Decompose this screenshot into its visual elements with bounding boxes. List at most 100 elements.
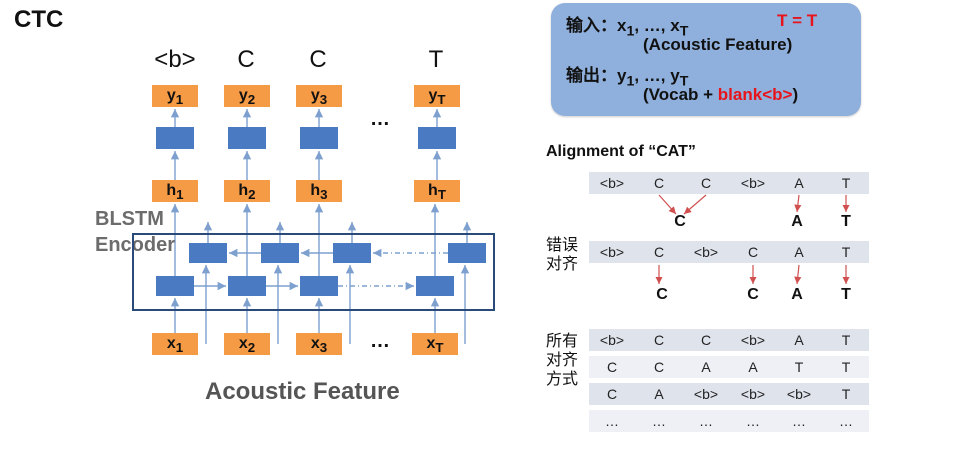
hidden-hT-sub: T [437,187,446,203]
forward-lstm-T [416,276,454,296]
alignment-table-row-1-cell-6: T [841,332,851,348]
hidden-h1: h1 [152,180,198,202]
io-output-line: 输出：y1, …, yT [566,61,688,89]
output-y1-sub: 1 [175,92,184,108]
hidden-hT: hT [414,180,460,202]
output-y1: y1 [152,85,198,107]
forward-lstm-3 [300,276,338,296]
alignment-table-row-1-cell-1: <b> [599,332,625,348]
alignment-row-1-cell-5: A [794,175,804,191]
alignment-row-2-result-1: C [656,286,668,303]
wrong-alignment-label-2: 对齐 [546,256,579,273]
wrong-alignment-label-1: 错误 [546,237,579,254]
io-output-note-blank: blank<b> [717,85,793,104]
alignment-table-row-3-cell-2: A [654,386,664,402]
input-x1-label: x [166,335,176,352]
top-label-2: C [237,46,255,73]
alignment-row-2-cell-6: T [841,244,851,260]
alignment-table-row-4-cell-1: … [605,413,619,429]
alignment-table-row-2-cell-5: T [794,359,804,375]
top-label-1: <b> [154,46,196,73]
hidden-hT-label: h [428,182,438,199]
hidden-h3: h3 [296,180,342,202]
alignment-table-row-1-band [589,329,869,351]
io-input-note: (Acoustic Feature) [643,35,793,54]
all-alignments-label: 所有 对齐 方式 [546,332,586,389]
encoder-label-line2: Encoder [95,234,176,256]
acoustic-feature-label: Acoustic Feature [205,378,400,405]
alignment-row-1-cell-2: C [653,175,665,191]
io-output-mid: , …, y [634,66,680,85]
output-y2-label: y [238,87,248,104]
wrong-alignment-label: 错误 对齐 [546,236,586,274]
backward-lstm-T [448,243,486,263]
ellipsis-top: … [370,108,390,130]
alignment-table-row-4-cell-5: … [792,413,806,429]
output-y3: y3 [296,85,342,107]
input-xT-label: x [426,335,436,352]
output-y2: y2 [224,85,270,107]
alignment-row-2-cell-5: A [794,244,804,260]
all-alignments-label-1: 所有 [546,333,579,350]
io-input-sub-T: T [679,23,689,40]
projection-block-3 [300,127,338,149]
io-input-eq: T = T [777,11,818,30]
alignment-table-row-2-cell-4: A [748,359,758,375]
alignment-row-2-cell-3: <b> [693,244,719,260]
hidden-h2: h2 [224,180,270,202]
io-output-note-close: ) [792,85,799,104]
top-label-3: C [309,46,327,73]
backward-lstm-1 [189,243,227,263]
alignment-table-row-2-cell-2: C [653,359,665,375]
input-x2: x2 [224,333,270,355]
alignment-row-2-cell-4: C [747,244,759,260]
backward-lstm-3 [333,243,371,263]
alignment-row-1-result-3: T [841,213,851,230]
input-x2-label: x [238,335,248,352]
alignment-row-1-cell-6: T [841,175,851,191]
alignment-table-row-2-cell-1: C [606,359,618,375]
hidden-h3-sub: 3 [320,187,328,203]
alignment-table-row-1-cell-3: C [700,332,712,348]
alignment-row-1-arrow-a [794,194,802,213]
alignment-table-row-3-band [589,383,869,405]
projection-block-1 [156,127,194,149]
alignment-row-2-result-3: A [791,286,803,303]
input-x3-label: x [310,335,320,352]
ellipsis-bottom: … [370,330,390,352]
alignment-table-row-3-cell-5: <b> [786,386,812,402]
hidden-h2-sub: 2 [248,187,256,203]
alignment-table-row-2-cell-3: A [701,359,711,375]
input-x1-sub: 1 [175,340,184,356]
io-input-sub-1: 1 [626,23,635,40]
io-output-note-open: (Vocab + [643,85,718,104]
alignment-row-1-cell-3: C [700,175,712,191]
alignment-table-row-4-cell-2: … [652,413,666,429]
hidden-h2-label: h [238,182,249,199]
io-input-line: 输入：x1, …, xT [566,11,688,39]
alignment-table-row-4-band [589,410,869,432]
io-output-sub-T: T [679,73,689,90]
alignment-row-1-cell-4: <b> [740,175,766,191]
alignment-table-row-4-cell-4: … [746,413,760,429]
alignment-table-row-3-cell-4: <b> [740,386,766,402]
output-yT: yT [414,85,460,107]
alignment-row-2-cell-1: <b> [599,244,625,260]
projection-block-2 [228,127,266,149]
alignment-row-1-arrow-c2 [683,194,707,215]
alignment-row-2-cell-2: C [653,244,665,260]
input-xT: xT [412,333,458,355]
input-x2-sub: 2 [247,340,256,356]
input-x1: x1 [152,333,198,355]
alignment-row-2-arrow-a [794,264,802,285]
alignment-table-row-3-cell-6: T [841,386,851,402]
hidden-h1-label: h [166,182,177,199]
output-y3-sub: 3 [319,92,328,108]
projection-block-T [418,127,456,149]
alignment-row-2-result-2: C [747,286,759,303]
output-yT-label: y [428,87,438,104]
output-y2-sub: 2 [247,92,256,108]
input-x3: x3 [296,333,342,355]
